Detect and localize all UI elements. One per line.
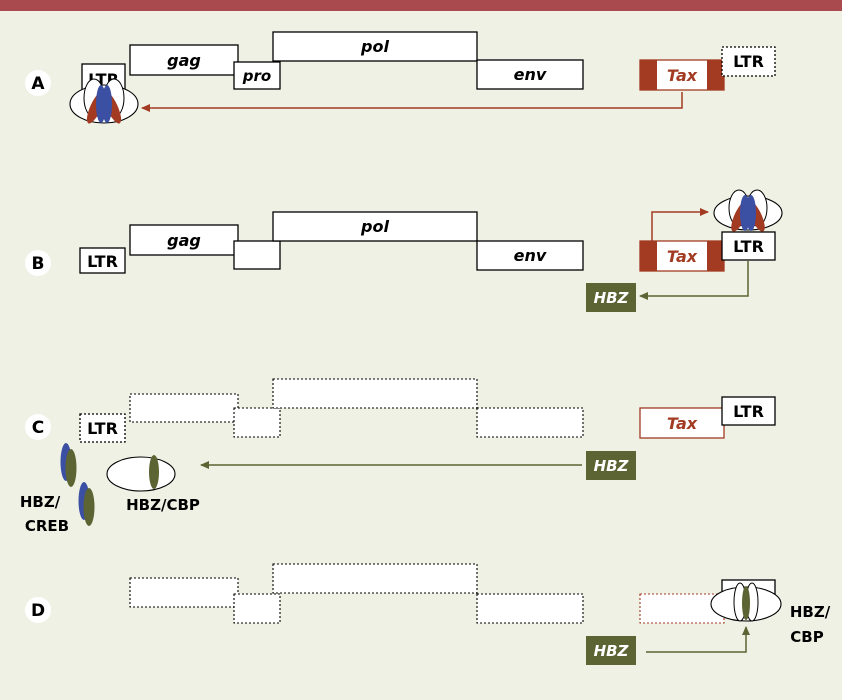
panel-c-hbz-lower xyxy=(83,488,95,526)
panel-d-tax-box xyxy=(639,593,725,624)
panel-c-gag-box xyxy=(129,393,239,423)
panel-c-ltr5-box xyxy=(79,413,126,443)
panel-b-gag-label: gag xyxy=(167,231,201,250)
panel-b-ltr3-label: LTR xyxy=(733,237,764,256)
panel-c-ltr3-label: LTR xyxy=(733,402,764,421)
panel-a-gag-box xyxy=(129,44,239,76)
panel-a-tax-left-band xyxy=(640,60,657,90)
panel-c-hbz-label: HBZ xyxy=(594,457,630,475)
panel-b-tax-cbp-complex xyxy=(713,189,783,232)
panel-b-label: B xyxy=(32,254,45,274)
panel-a-ltr3-label: LTR xyxy=(733,52,764,71)
panel-c-hbz-protein xyxy=(149,455,159,489)
panel-b-hbz-antisense-arrow xyxy=(639,261,749,300)
panel-c-env-box xyxy=(476,407,584,438)
panel-c-hbz-creb-label-line2: CREB xyxy=(25,517,69,535)
panel-d-label: D xyxy=(31,601,45,621)
panel-d-env-box xyxy=(476,593,584,624)
panel-c-ltr5-label: LTR xyxy=(87,419,118,438)
panel-c-hbz-upper xyxy=(65,449,77,487)
panel-a: A LTR gag pro pol env Tax LTR xyxy=(25,31,776,124)
panel-a-pol-label: pol xyxy=(360,37,389,56)
panel-c-ltr3-box xyxy=(721,396,776,426)
panel-c-pol-box xyxy=(272,378,478,409)
panel-a-pro-box xyxy=(233,61,281,90)
panel-a-pro-label: pro xyxy=(242,67,271,85)
panel-c: C LTR Tax LTR HBZ HBZ/CBP HBZ/ CREB xyxy=(20,378,776,535)
panel-c-badge xyxy=(25,414,51,440)
panel-b-ltr5-box xyxy=(79,247,126,274)
panel-a-tax-right-band xyxy=(707,60,724,90)
panel-d: D HBZ/ CBP HBZ xyxy=(25,563,831,665)
panel-c-hbz-creb-dimer-upper xyxy=(60,443,77,487)
panel-b-hbz-label: HBZ xyxy=(594,289,630,307)
panel-c-cbp-ellipse xyxy=(106,456,176,492)
panel-d-hbz-protein xyxy=(742,586,750,620)
panel-b-ltr3-box xyxy=(721,231,776,261)
panel-b-tax-promoter-arrow xyxy=(651,208,709,241)
panel-c-hbz-creb-label-line1: HBZ/ xyxy=(20,493,61,511)
panel-d-hbz-arrow xyxy=(646,626,750,653)
panel-c-tax-label: Tax xyxy=(667,414,698,433)
panel-c-hbz-cbp-label: HBZ/CBP xyxy=(126,496,200,514)
panel-a-ltr3-box xyxy=(721,46,776,77)
panel-a-tax-cbp-complex xyxy=(69,78,139,124)
panel-a-gag-label: gag xyxy=(167,51,201,70)
panel-a-env-label: env xyxy=(514,65,547,84)
panel-b-tax-label: Tax xyxy=(667,247,698,266)
panel-b-pol-label: pol xyxy=(360,217,389,236)
panel-c-pro-box xyxy=(233,407,281,438)
top-rule xyxy=(0,0,842,11)
panel-b-tax-right-band xyxy=(707,241,724,271)
panel-c-hbz-creb-dimer-lower xyxy=(78,482,95,526)
panel-a-label: A xyxy=(31,74,45,94)
panel-d-hbz-label: HBZ xyxy=(594,642,630,660)
panel-b-env-box xyxy=(476,240,584,271)
panel-a-creb-right xyxy=(102,85,112,123)
panel-a-tax-transactivation-arrow xyxy=(141,92,683,112)
panel-b-pro-box xyxy=(233,240,281,270)
panel-d-badge xyxy=(25,597,51,623)
panel-d-hbz-box xyxy=(586,636,636,665)
panel-d-pro-box xyxy=(233,593,281,624)
panel-d-pol-box xyxy=(272,563,478,594)
panel-b-hbz-box xyxy=(586,283,636,312)
panel-d-gag-box xyxy=(129,577,239,608)
panel-b-tax-left-band xyxy=(640,241,657,271)
panel-c-hbz-cbp-complex xyxy=(106,455,176,492)
panel-a-env-box xyxy=(476,59,584,90)
panel-b-pol-box xyxy=(272,211,478,242)
panel-a-badge xyxy=(25,70,51,96)
panel-a-tax-label: Tax xyxy=(667,66,698,85)
panel-c-hbz-box xyxy=(586,451,636,480)
panel-b: B LTR gag pol env Tax LTR HBZ xyxy=(25,189,783,312)
panel-d-hbz-cbp-complex xyxy=(710,582,782,622)
panel-b-badge xyxy=(25,250,51,276)
panel-a-pol-box xyxy=(272,31,478,62)
panel-d-hbz-cbp-label-line1: HBZ/ xyxy=(790,603,831,621)
panel-b-gag-box xyxy=(129,224,239,256)
panel-c-label: C xyxy=(32,418,44,438)
panel-d-hbz-cbp-label-line2: CBP xyxy=(790,628,823,646)
panel-b-creb-right xyxy=(746,195,756,231)
panel-b-env-label: env xyxy=(514,246,547,265)
panel-b-ltr5-label: LTR xyxy=(87,252,118,271)
